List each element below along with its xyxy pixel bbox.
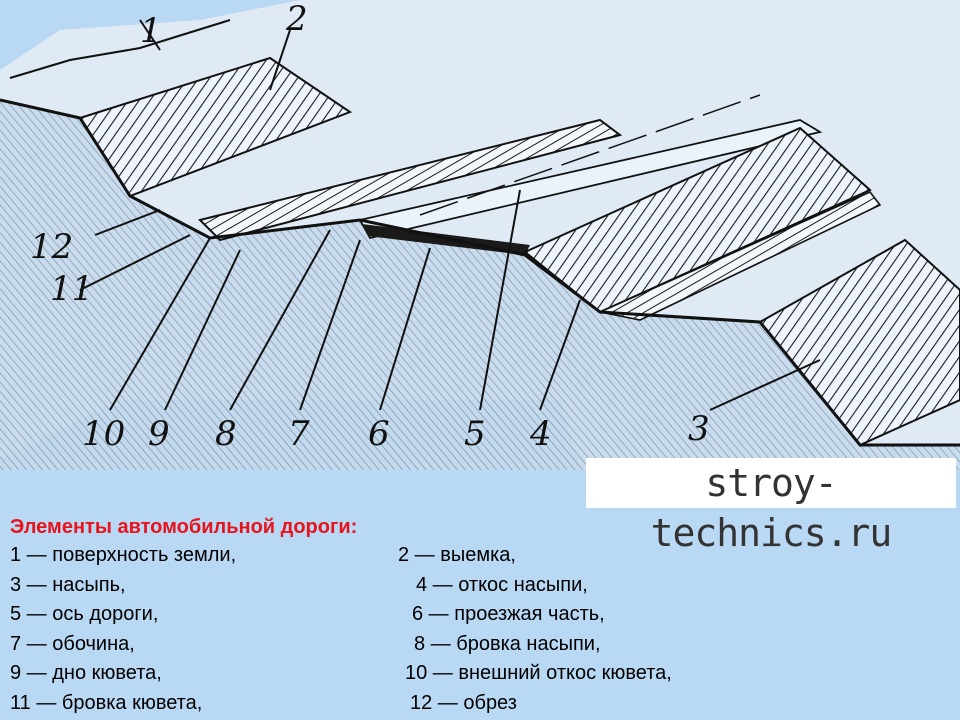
figure-label-4: 4 <box>529 414 552 454</box>
legend-title: Элементы автомобильной дороги: <box>10 516 358 538</box>
legend-item-8: 8 — бровка насыпи, <box>414 632 601 655</box>
legend-item-12: 12 — обрез <box>410 691 517 714</box>
legend-item-1: 1 — поверхность земли, <box>10 544 237 566</box>
legend-row: 9 — дно кювета, 10 — внешний откос кювет… <box>10 659 950 689</box>
road-cross-section-drawing: 1 2 12 11 10 9 8 7 6 5 4 3 <box>0 0 960 470</box>
legend-item-2: 2 — выемка, <box>398 544 516 566</box>
label-2-leader <box>269 29 291 91</box>
legend-item-5: 5 — ось дороги, <box>10 603 159 625</box>
legend-item-11: 11 — бровка кювета, <box>10 691 203 714</box>
figure-label-9: 9 <box>148 414 170 454</box>
ground-mass <box>0 100 960 470</box>
figure-label-7: 7 <box>288 414 310 454</box>
natural-ground-line <box>9 19 231 79</box>
left-shoulder-strip <box>198 118 623 242</box>
figure-label-3: 3 <box>688 409 710 449</box>
legend-item-3: 3 — насыпь, <box>10 573 126 596</box>
legend-row: 1 — поверхность земли, 2 — выемка, <box>10 541 950 571</box>
legend-caption: Элементы автомобильной дороги: 1 — повер… <box>10 513 950 718</box>
figure-label-8: 8 <box>215 414 237 454</box>
legend-item-7: 7 — обочина, <box>10 632 135 655</box>
figure-label-1: 1 <box>140 11 162 51</box>
label-1-tick <box>139 19 161 51</box>
legend-row: 11 — бровка кювета, 12 — обрез <box>10 689 950 719</box>
figure-label-12: 12 <box>30 227 73 267</box>
legend-item-10: 10 — внешний откос кювета, <box>405 662 672 684</box>
figure-label-2: 2 <box>285 0 308 39</box>
legend-row: 3 — насыпь, 4 — откос насыпи, <box>10 571 950 601</box>
ditch-bottom-right <box>597 191 882 321</box>
ground-profile-line <box>0 98 960 447</box>
site-watermark: stroy-technics.ru <box>586 458 956 555</box>
legend-row: 7 — обочина, 8 — бровка насыпи, <box>10 630 950 660</box>
leader-lines <box>79 189 821 411</box>
figure-label-11: 11 <box>50 269 93 309</box>
figure-label-5: 5 <box>464 414 486 454</box>
road-axis-line <box>419 94 761 216</box>
figure-label-6: 6 <box>368 414 390 454</box>
figure-label-10: 10 <box>82 414 125 454</box>
legend-item-9: 9 — дно кювета, <box>10 662 162 684</box>
legend-item-6: 6 — проезжая часть, <box>412 603 605 625</box>
legend-item-4: 4 — откос насыпи, <box>416 573 588 596</box>
legend-row: 5 — ось дороги, 6 — проезжая часть, <box>10 600 950 630</box>
